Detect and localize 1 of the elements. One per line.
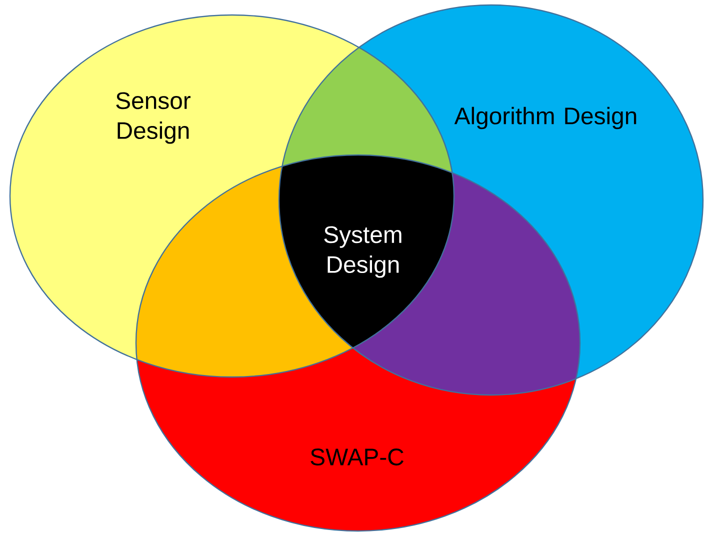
center-region: System Design	[324, 226, 402, 278]
